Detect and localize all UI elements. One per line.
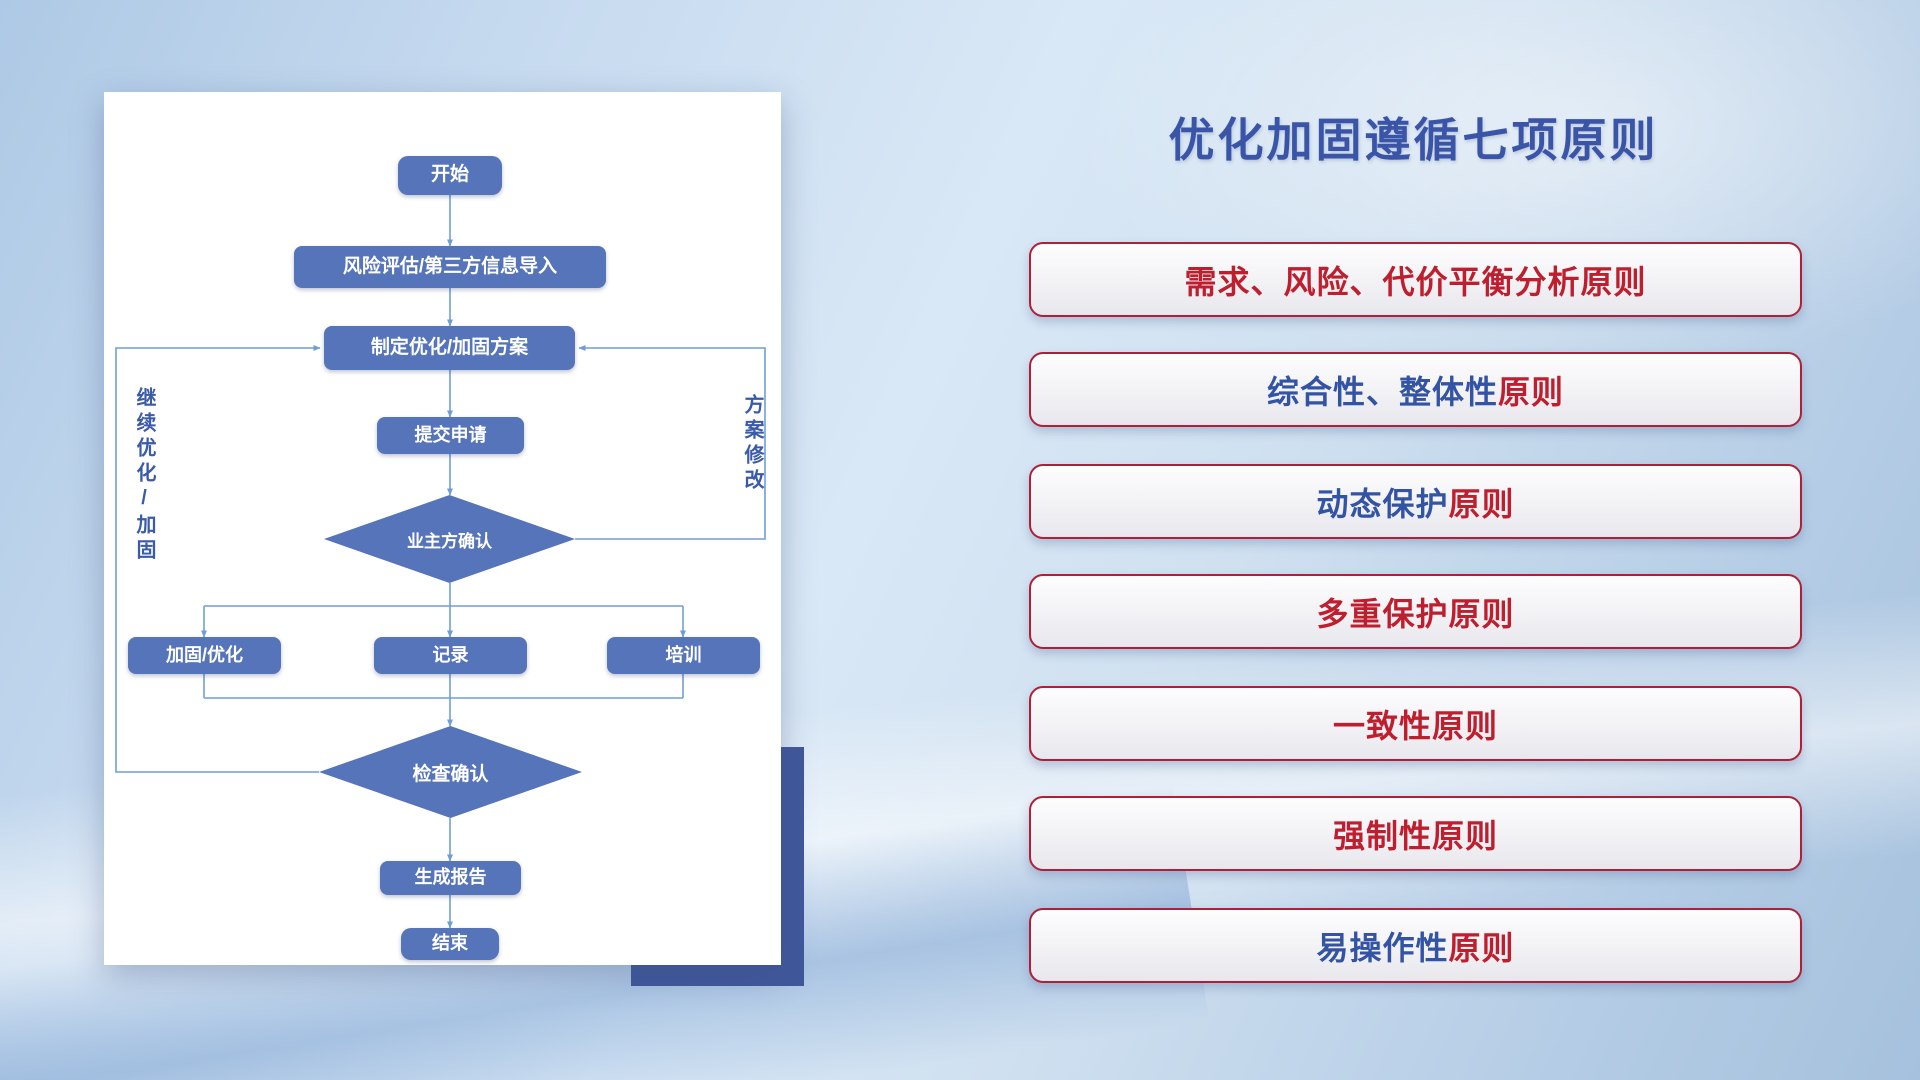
principle-box-5: 一致性原则 — [1029, 686, 1802, 761]
flow-node-record: 记录 — [374, 637, 527, 674]
flow-node-label: 检查确认 — [412, 763, 489, 785]
flow-node-label: 业主方确认 — [407, 531, 492, 551]
loop-label-continue: 继续优化/加固 — [133, 387, 155, 564]
flow-node-submit: 提交申请 — [377, 417, 524, 454]
diamond-shape — [324, 495, 575, 583]
flow-node-check-confirm: 检查确认 — [319, 726, 582, 818]
principle-box-3: 动态保护原则 — [1029, 464, 1802, 539]
flow-node-report: 生成报告 — [380, 861, 521, 895]
flow-node-start: 开始 — [398, 156, 502, 195]
principle-text-red: 原则 — [1448, 929, 1515, 966]
background-glow — [1070, 0, 1920, 380]
principle-box-2: 综合性、整体性原则 — [1029, 352, 1802, 427]
principle-box-1: 需求、风险、代价平衡分析原则 — [1029, 242, 1802, 317]
principle-text-red: 需求、风险、代价平衡分析原则 — [1184, 263, 1647, 300]
principle-text-blue: 动态保护 — [1316, 485, 1449, 522]
principle-text-blue: 综合性、整体性 — [1266, 373, 1498, 410]
loop-label-revise: 方案修改 — [741, 394, 763, 494]
principle-text-red: 一致性原则 — [1332, 707, 1498, 744]
diamond-shape — [319, 726, 582, 818]
principle-box-7: 易操作性原则 — [1029, 908, 1802, 983]
principle-box-6: 强制性原则 — [1029, 796, 1802, 871]
loop-continue-optimize — [115, 345, 321, 773]
principle-text-blue: 易操作性 — [1316, 929, 1449, 966]
principle-text-red: 原则 — [1498, 373, 1565, 410]
flow-node-risk-import: 风险评估/第三方信息导入 — [294, 246, 606, 288]
loop-plan-revise — [575, 345, 766, 540]
flow-node-training: 培训 — [607, 637, 760, 674]
page-title: 优化加固遵循七项原则 — [1168, 114, 1659, 166]
flowchart-card: 开始 风险评估/第三方信息导入 制定优化/加固方案 提交申请 业主方确认 加固/… — [104, 92, 781, 965]
flowchart-connectors — [115, 195, 766, 929]
flow-node-end: 结束 — [401, 928, 499, 960]
flow-node-harden: 加固/优化 — [128, 637, 281, 674]
principle-text-red: 多重保护原则 — [1316, 595, 1515, 632]
principle-box-4: 多重保护原则 — [1029, 574, 1802, 649]
flow-node-owner-confirm: 业主方确认 — [324, 495, 575, 583]
principle-text-red: 强制性原则 — [1332, 817, 1498, 854]
principle-text-red: 原则 — [1448, 485, 1515, 522]
flow-node-make-plan: 制定优化/加固方案 — [324, 326, 575, 370]
